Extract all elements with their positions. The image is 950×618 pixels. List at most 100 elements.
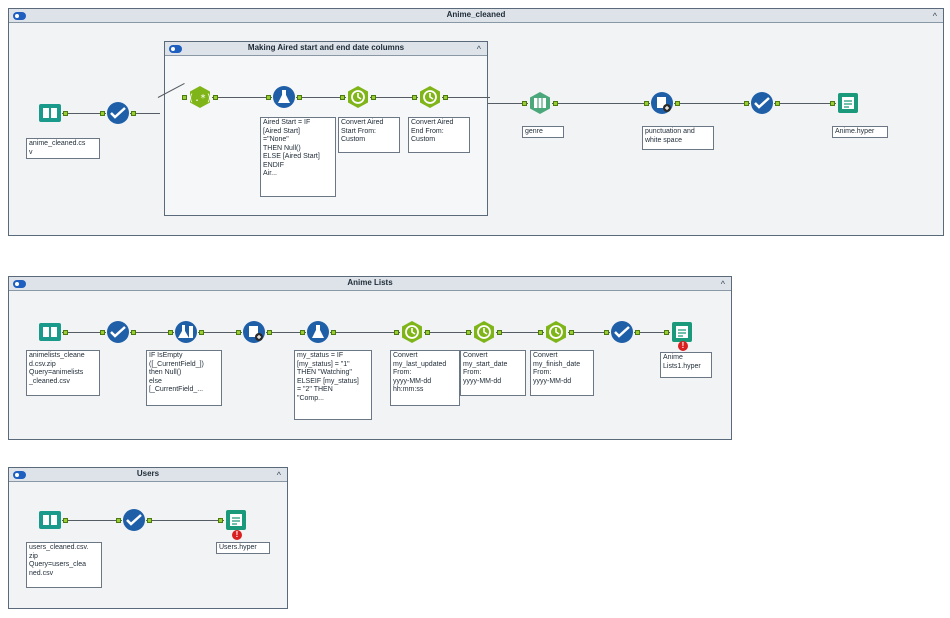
input-anchor[interactable]: [412, 95, 417, 100]
connection: [296, 97, 346, 98]
connection: [62, 520, 122, 521]
select-tool[interactable]: [106, 101, 130, 125]
book-icon: [39, 104, 61, 122]
output-data-tool[interactable]: [836, 91, 860, 115]
collapse-icon[interactable]: ^: [476, 44, 481, 54]
connection: [674, 103, 750, 104]
collapse-icon[interactable]: ^: [720, 279, 725, 289]
input-anchor[interactable]: [340, 95, 345, 100]
formula-tool[interactable]: [306, 320, 330, 344]
input-anchor[interactable]: [236, 330, 241, 335]
book-icon: [39, 323, 61, 341]
output-anchor[interactable]: [147, 518, 152, 523]
cleanse-icon: [651, 92, 673, 114]
input-anchor[interactable]: [830, 101, 835, 106]
input-anchor[interactable]: [394, 330, 399, 335]
datetime-tool[interactable]: [346, 85, 370, 109]
container-toggle[interactable]: [13, 471, 26, 479]
output-anchor[interactable]: [425, 330, 430, 335]
input-anchor[interactable]: [522, 101, 527, 106]
input-anchor[interactable]: [664, 330, 669, 335]
output-anchor[interactable]: [63, 330, 68, 335]
formula-tool[interactable]: [272, 85, 296, 109]
input-anchor[interactable]: [266, 95, 271, 100]
connection: [424, 332, 472, 333]
output-anchor[interactable]: [131, 111, 136, 116]
output-anchor[interactable]: [497, 330, 502, 335]
input-anchor[interactable]: [116, 518, 121, 523]
clock-icon: [402, 321, 422, 343]
text-to-columns-tool[interactable]: [528, 91, 552, 115]
output-anchor[interactable]: [131, 330, 136, 335]
input-anchor[interactable]: [744, 101, 749, 106]
input-anchor[interactable]: [466, 330, 471, 335]
tool-label: Convert Aired End From: Custom: [408, 117, 470, 153]
data-cleansing-tool[interactable]: [650, 91, 674, 115]
tool-label: punctuation and white space: [642, 126, 714, 150]
output-anchor[interactable]: [213, 95, 218, 100]
connection: [442, 97, 490, 98]
connection: [774, 103, 836, 104]
collapse-icon[interactable]: ^: [276, 470, 281, 480]
input-anchor[interactable]: [182, 95, 187, 100]
tool-label: anime_cleaned.cs v: [26, 138, 100, 159]
input-anchor[interactable]: [604, 330, 609, 335]
select-tool[interactable]: [122, 508, 146, 532]
container-header[interactable]: Making Aired start and end date columns …: [165, 42, 487, 56]
output-anchor[interactable]: [553, 101, 558, 106]
clock-icon: [546, 321, 566, 343]
output-data-tool[interactable]: [224, 508, 248, 532]
container-title: Anime_cleaned: [446, 10, 506, 19]
connection: [634, 332, 670, 333]
output-anchor[interactable]: [443, 95, 448, 100]
output-anchor[interactable]: [675, 101, 680, 106]
container-toggle[interactable]: [13, 280, 26, 288]
select-tool[interactable]: [750, 91, 774, 115]
input-data-tool[interactable]: [38, 101, 62, 125]
collapse-icon[interactable]: ^: [932, 11, 937, 21]
input-anchor[interactable]: [100, 111, 105, 116]
connection: [212, 97, 272, 98]
container-toggle[interactable]: [169, 45, 182, 53]
output-anchor[interactable]: [63, 518, 68, 523]
tool-label: IF IsEmpty ([_CurrentField_]) then Null(…: [146, 350, 222, 406]
input-anchor[interactable]: [100, 330, 105, 335]
input-anchor[interactable]: [168, 330, 173, 335]
output-anchor[interactable]: [199, 330, 204, 335]
output-anchor[interactable]: [775, 101, 780, 106]
connection: [488, 103, 528, 104]
input-data-tool[interactable]: [38, 320, 62, 344]
output-anchor[interactable]: [267, 330, 272, 335]
datetime-tool[interactable]: [418, 85, 442, 109]
output-data-tool[interactable]: [670, 320, 694, 344]
select-tool[interactable]: [106, 320, 130, 344]
input-anchor[interactable]: [538, 330, 543, 335]
select-tool[interactable]: [610, 320, 634, 344]
output-anchor[interactable]: [331, 330, 336, 335]
check-icon: [751, 92, 773, 114]
error-badge[interactable]: !: [232, 530, 242, 540]
error-badge[interactable]: !: [678, 341, 688, 351]
datetime-tool[interactable]: [472, 320, 496, 344]
output-anchor[interactable]: [569, 330, 574, 335]
input-anchor[interactable]: [300, 330, 305, 335]
regex-tool[interactable]: (.*): [188, 85, 212, 109]
output-anchor[interactable]: [635, 330, 640, 335]
cleanse-icon: [243, 321, 265, 343]
output-anchor[interactable]: [63, 111, 68, 116]
connection: [62, 332, 106, 333]
container-header[interactable]: Anime Lists ^: [9, 277, 731, 291]
input-anchor[interactable]: [218, 518, 223, 523]
input-data-tool[interactable]: [38, 508, 62, 532]
container-header[interactable]: Anime_cleaned ^: [9, 9, 943, 23]
multi-field-formula-tool[interactable]: [174, 320, 198, 344]
output-icon: [838, 93, 858, 113]
output-anchor[interactable]: [297, 95, 302, 100]
data-cleansing-tool[interactable]: [242, 320, 266, 344]
datetime-tool[interactable]: [400, 320, 424, 344]
container-toggle[interactable]: [13, 12, 26, 20]
container-header[interactable]: Users ^: [9, 468, 287, 482]
datetime-tool[interactable]: [544, 320, 568, 344]
output-anchor[interactable]: [371, 95, 376, 100]
input-anchor[interactable]: [644, 101, 649, 106]
